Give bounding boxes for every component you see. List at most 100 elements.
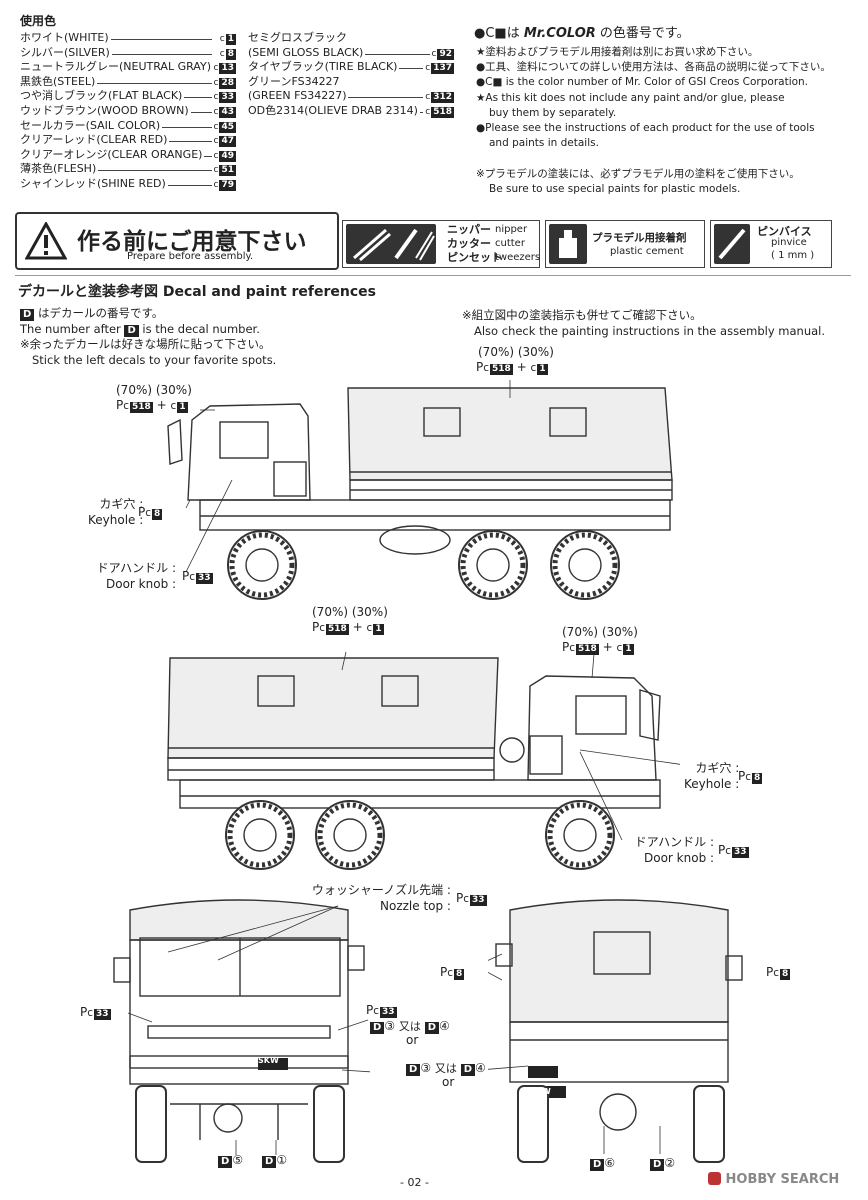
intro-right-2: Also check the painting instructions in … bbox=[474, 323, 826, 338]
paint-name: セールカラー(SAIL COLOR) bbox=[20, 118, 163, 134]
paint-name: ウッドブラウン(WOOD BROWN) bbox=[20, 103, 191, 119]
tool-name-en: tweezers bbox=[495, 252, 541, 263]
prepare-box: 作る前にご用意下さい Prepare before assembly. bbox=[15, 212, 339, 270]
pinvice-label-jp: ピンバイス bbox=[757, 225, 812, 238]
leader-line bbox=[20, 39, 212, 40]
tool-name-jp: カッター bbox=[447, 237, 491, 250]
tool-name-en: nipper bbox=[495, 224, 528, 235]
note-line: ●C■ is the color number of Mr. Color of … bbox=[476, 76, 809, 89]
pinvice-size: ( 1 mm ) bbox=[771, 250, 815, 261]
tool-names-en: nipper cutter tweezers bbox=[495, 223, 540, 265]
truck-right-side-drawing bbox=[167, 651, 680, 870]
warning-icon bbox=[25, 222, 67, 260]
paint-name: (SEMI GLOSS BLACK) bbox=[248, 45, 366, 61]
paint-name: クリアーオレンジ(CLEAR ORANGE) bbox=[20, 147, 205, 163]
decal-section-title: デカールと塗装参考図 Decal and paint references bbox=[18, 284, 376, 300]
notes-title-tail: の色番号です。 bbox=[599, 26, 690, 41]
notes-title-jp: ●C■は bbox=[474, 26, 520, 41]
camo-ratio-right-cab: (70%) (30%) bbox=[562, 625, 638, 639]
decal-marker: D bbox=[124, 324, 139, 337]
section-divider bbox=[15, 275, 851, 276]
paint-name: シャインレッド(SHINE RED) bbox=[20, 176, 168, 192]
leader-line bbox=[20, 53, 212, 55]
note-line: ※プラモデルの塗装には、必ずプラモデル用の塗料をご使用下さい。 bbox=[476, 167, 800, 180]
camo-ratio-right-cover: (70%) (30%) bbox=[312, 605, 388, 619]
keyhole-label-right: カギ穴 :Keyhole : bbox=[684, 761, 740, 791]
paint-name: ホワイト(WHITE) bbox=[20, 31, 111, 46]
paint-name: つや消しブラック(FLAT BLACK) bbox=[20, 89, 185, 104]
cement-bottle-icon bbox=[549, 224, 587, 264]
front-plate-text: SKW bbox=[258, 1056, 279, 1065]
paint-name: 薄茶色(FLESH) bbox=[20, 162, 99, 177]
notes-brand: Mr.COLOR bbox=[523, 26, 596, 41]
paint-name: (GREEN FS34227) bbox=[248, 89, 349, 104]
decal-intro-left: D はデカールの番号です。 The number after D is the … bbox=[20, 306, 276, 368]
cement-label-jp: プラモデル用接着剤 bbox=[592, 232, 687, 244]
decal-marker: D bbox=[20, 309, 35, 321]
truck-rear-drawing bbox=[488, 899, 743, 1163]
tool-name-jp: ニッパー bbox=[447, 223, 491, 236]
paint-name: 黒鉄色(STEEL) bbox=[20, 74, 98, 90]
doorknob-label-left: ドアハンドル :Door knob : bbox=[96, 561, 177, 591]
note-line: ★As this kit does not include any paint … bbox=[476, 91, 785, 104]
rear-decal-or: or bbox=[442, 1075, 455, 1089]
paint-row: セミグロスブラック bbox=[248, 31, 454, 46]
notes-title: ●C■は Mr.COLOR の色番号です。 bbox=[474, 26, 690, 42]
nozzle-label: ウォッシャーノズル先端 :Nozzle top : bbox=[311, 883, 451, 913]
leader-line bbox=[20, 170, 212, 172]
tool-name-en: cutter bbox=[495, 238, 525, 249]
cement-label-en: plastic cement bbox=[610, 246, 684, 257]
front-decal-or: or bbox=[406, 1033, 419, 1047]
tool-pinvice: ピンバイス pinvice ( 1 mm ) bbox=[710, 220, 832, 268]
decal-intro-right: ※組立図中の塗装指示も併せてご確認下さい。 Also check the pai… bbox=[462, 308, 825, 339]
intro-line-3: is the decal number. bbox=[142, 321, 260, 336]
rear-plate-text: SKW bbox=[530, 1087, 551, 1096]
truck-front-drawing bbox=[113, 899, 370, 1163]
leader-line bbox=[20, 82, 212, 84]
camo-ratio-left-cover: (70%) (30%) bbox=[478, 345, 554, 359]
intro-line-1: はデカールの番号です。 bbox=[37, 306, 164, 320]
note-line bbox=[476, 151, 831, 166]
nipper-cutter-tweezers-icon bbox=[346, 224, 436, 264]
paint-name: タイヤブラック(TIRE BLACK) bbox=[248, 60, 400, 75]
prepare-title: 作る前にご用意下さい bbox=[77, 229, 307, 255]
note-line: Be sure to use special paints for plasti… bbox=[489, 182, 741, 195]
paint-name: OD色2314(OLIEVE DRAB 2314) bbox=[248, 103, 420, 119]
